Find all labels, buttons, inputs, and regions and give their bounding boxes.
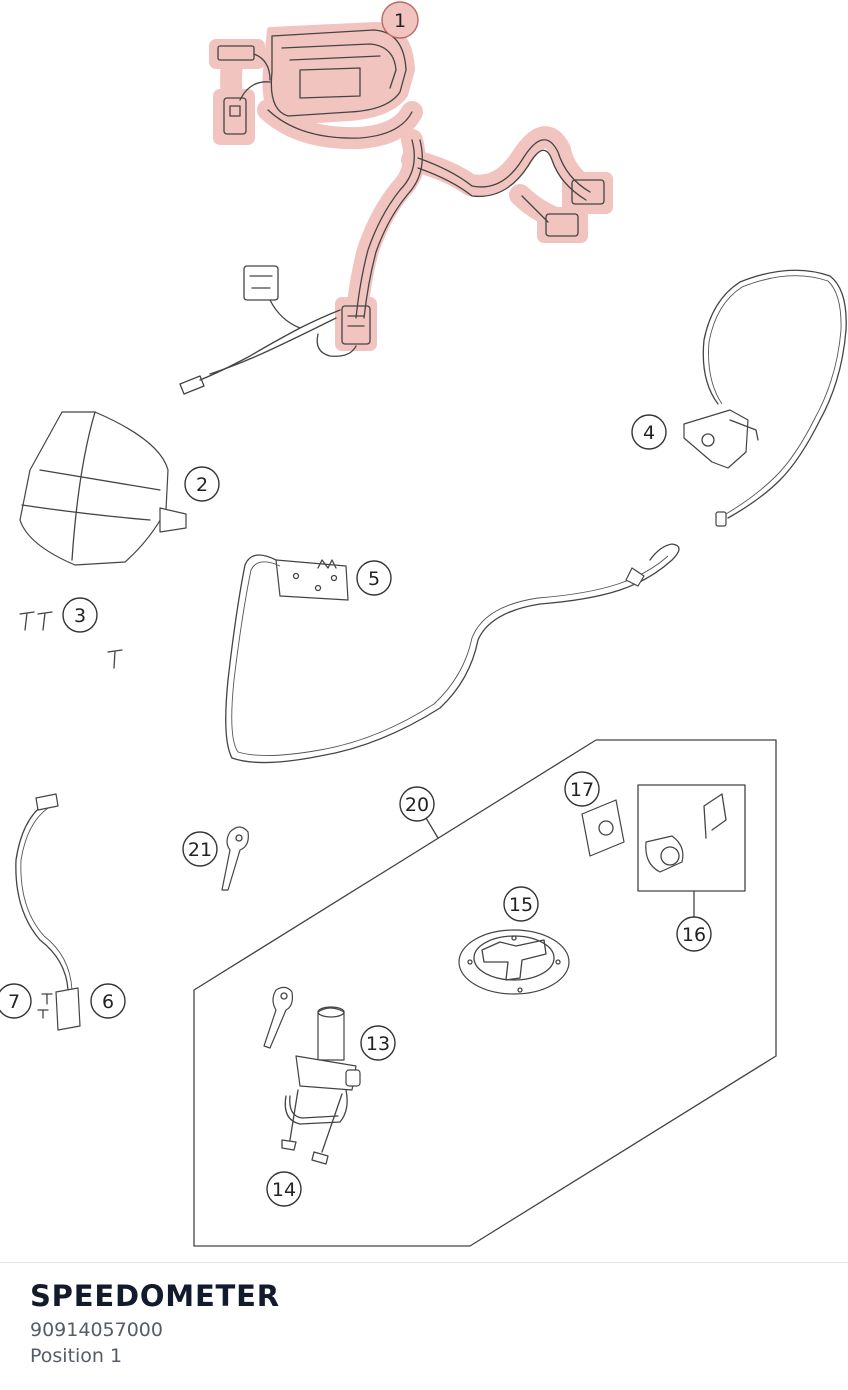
- callout-badge-21[interactable]: 21: [182, 831, 218, 867]
- part-15-fuel-cap: [458, 929, 570, 995]
- svg-text:3: 3: [74, 605, 86, 627]
- callout-badge-3[interactable]: 3: [62, 597, 98, 633]
- callout-badge-2[interactable]: 2: [184, 466, 220, 502]
- part-1-wiring-harness[interactable]: [179, 22, 613, 395]
- part-17-plate: [581, 799, 625, 857]
- callout-badge-17[interactable]: 17: [564, 771, 600, 807]
- svg-text:16: 16: [682, 924, 706, 946]
- part-21-key[interactable]: [221, 826, 249, 891]
- part-13-ignition-lock: [263, 986, 361, 1125]
- callout-badge-16[interactable]: 16: [676, 916, 712, 952]
- group-20-lock-set[interactable]: [193, 739, 777, 1247]
- callout-badge-4[interactable]: 4: [631, 414, 667, 450]
- part-4-cable-bracket[interactable]: [683, 269, 847, 527]
- callout-badge-6[interactable]: 6: [90, 983, 126, 1019]
- svg-text:7: 7: [8, 991, 20, 1013]
- svg-text:5: 5: [368, 568, 380, 590]
- part-3-screws[interactable]: [19, 611, 123, 669]
- svg-text:13: 13: [366, 1033, 390, 1055]
- callout-badge-1[interactable]: 1: [381, 1, 419, 39]
- part-16-lock-cylinder: [637, 784, 746, 919]
- part-name: SPEEDOMETER: [30, 1279, 280, 1313]
- svg-text:14: 14: [272, 1179, 296, 1201]
- svg-text:1: 1: [394, 10, 406, 32]
- svg-text:6: 6: [102, 991, 114, 1013]
- svg-text:15: 15: [509, 894, 533, 916]
- part-number: 90914057000: [30, 1319, 163, 1341]
- part-position: Position 1: [30, 1345, 123, 1367]
- callout-badge-15[interactable]: 15: [503, 886, 539, 922]
- part-6-sensor[interactable]: [15, 793, 81, 1031]
- callout-badge-14[interactable]: 14: [266, 1171, 302, 1207]
- svg-text:20: 20: [405, 794, 429, 816]
- exploded-parts-diagram: 1 2 3 4 5 6 7 13 14 15 16 17: [0, 1, 847, 1247]
- part-5-cable-plate[interactable]: [225, 543, 680, 764]
- callout-badge-5[interactable]: 5: [356, 560, 392, 596]
- callout-badge-13[interactable]: 13: [360, 1025, 396, 1061]
- svg-text:4: 4: [643, 422, 655, 444]
- part-7-screws[interactable]: [37, 993, 53, 1019]
- svg-text:2: 2: [196, 474, 208, 496]
- svg-text:21: 21: [188, 839, 212, 861]
- callout-badge-20[interactable]: 20: [399, 786, 435, 822]
- part-info-panel: SPEEDOMETER 90914057000 Position 1: [0, 1262, 848, 1390]
- part-14-screws: [281, 1089, 343, 1165]
- callout-badge-7[interactable]: 7: [0, 983, 32, 1019]
- part-2-headlight-mask[interactable]: [19, 411, 187, 566]
- svg-text:17: 17: [570, 779, 594, 801]
